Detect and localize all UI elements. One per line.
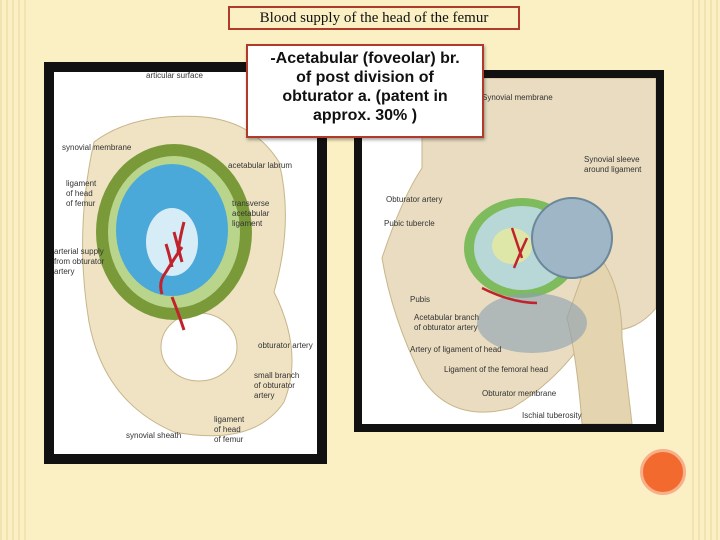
label-articular-surface: articular surface <box>146 72 203 80</box>
label-ligament-femoral-head: Ligament of the femoral head <box>444 365 548 374</box>
label-ligament-head-femur-1: ligament <box>66 179 97 188</box>
label-ligament-bottom-2: of head <box>214 425 241 434</box>
label-small-branch-2: of obturator <box>254 381 295 390</box>
hip-joint-dissection-figure: Synovial membrane Synovial sleeve around… <box>354 70 664 432</box>
label-transverse-3: ligament <box>232 219 263 228</box>
label-small-branch-3: artery <box>254 391 274 400</box>
label-transverse-1: transverse <box>232 199 270 208</box>
label-synovial-sleeve-1: Synovial sleeve <box>584 155 640 164</box>
label-ischial-tuberosity: Ischial tuberosity <box>522 411 582 420</box>
label-synovial-sleeve-2: around ligament <box>584 165 642 174</box>
callout-line-2: of post division of <box>296 69 434 86</box>
label-transverse-2: acetabular <box>232 209 270 218</box>
label-arterial-supply-3: artery <box>54 267 74 276</box>
label-obturator-membrane: Obturator membrane <box>482 389 557 398</box>
label-synovial-membrane-right: Synovial membrane <box>482 93 553 102</box>
left-decorative-stripes <box>0 0 28 540</box>
right-decorative-stripes <box>692 0 720 540</box>
slide-title: Blood supply of the head of the femur <box>228 6 520 30</box>
label-ligament-bottom-1: ligament <box>214 415 245 424</box>
label-small-branch-1: small branch <box>254 371 299 380</box>
label-artery-ligament-head: Artery of ligament of head <box>410 345 502 354</box>
callout-line-4: approx. 30% ) <box>312 107 418 124</box>
callout-box: -Acetabular (foveolar) br. of post divis… <box>246 44 484 138</box>
label-ligament-head-femur-3: of femur <box>66 199 96 208</box>
label-arterial-supply-1: arterial supply <box>54 247 104 256</box>
label-ligament-bottom-3: of femur <box>214 435 244 444</box>
label-pubic-tubercle: Pubic tubercle <box>384 219 435 228</box>
label-arterial-supply-2: from obturator <box>54 257 105 266</box>
label-acetabular-labrum: acetabular labrum <box>228 161 292 170</box>
label-acetabular-branch-2: of obturator artery <box>414 323 478 332</box>
decorative-orange-circle <box>640 449 686 495</box>
callout-line-1: -Acetabular (foveolar) br. <box>270 50 460 67</box>
label-obturator-artery-left: obturator artery <box>258 341 313 350</box>
label-pubis: Pubis <box>410 295 430 304</box>
label-acetabular-branch-1: Acetabular branch <box>414 313 479 322</box>
callout-line-3: obturator a. (patent in <box>282 88 448 105</box>
hip-joint-dissection-illustration: Synovial membrane Synovial sleeve around… <box>362 78 656 424</box>
label-synovial-sheath: synovial sheath <box>126 431 181 440</box>
label-obturator-artery-right: Obturator artery <box>386 195 442 204</box>
label-synovial-membrane-left: synovial membrane <box>62 143 132 152</box>
label-ligament-head-femur-2: of head <box>66 189 93 198</box>
